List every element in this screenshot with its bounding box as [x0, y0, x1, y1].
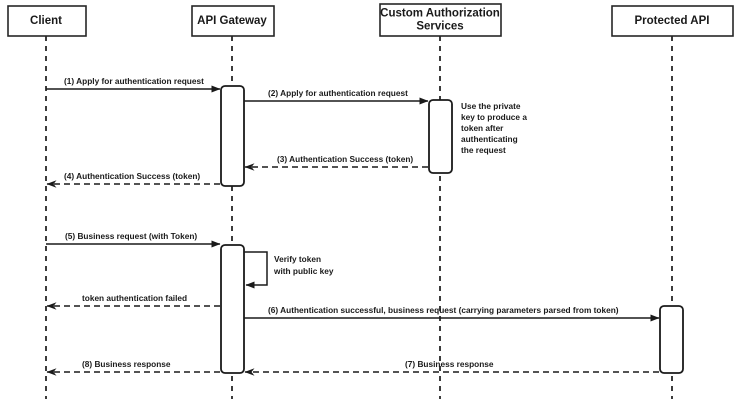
- message-label: (1) Apply for authentication request: [64, 76, 204, 86]
- note-line: key to produce a: [461, 112, 527, 122]
- participant-label: Custom Authorization: [380, 8, 500, 20]
- note-line: the request: [461, 145, 506, 155]
- participant-label: Protected API: [635, 15, 710, 27]
- note-line: token after: [461, 123, 504, 133]
- message-label: (6) Authentication successful, business …: [268, 305, 619, 315]
- message-2-apply-authentication-request: (2) Apply for authentication request: [244, 88, 429, 105]
- note-line: Use the private: [461, 101, 521, 111]
- message-8-business-response: (8) Business response: [46, 359, 220, 376]
- participant-headers-layer: Client API Gateway Custom AuthorizationSer…: [7, 3, 734, 37]
- self-message-verify-token: Verify token with public key: [244, 251, 334, 289]
- message-label: (3) Authentication Success (token): [277, 154, 413, 164]
- message-label: (8) Business response: [82, 359, 171, 369]
- participant-box[interactable]: [611, 5, 734, 37]
- participant-client[interactable]: Client: [7, 5, 87, 37]
- message-1-apply-authentication-request: (1) Apply for authentication request: [46, 76, 221, 93]
- participant-gateway[interactable]: API Gateway: [191, 5, 275, 37]
- messages-layer: (1) Apply for authentication request (2) …: [46, 76, 660, 376]
- activation-gateway-auth: [220, 85, 245, 187]
- self-message-label-line: Verify token: [274, 254, 321, 264]
- message-label: token authentication failed: [82, 293, 187, 303]
- participant-box[interactable]: [191, 5, 275, 37]
- self-message-path: [244, 251, 268, 289]
- message-token-authentication-failed: token authentication failed: [46, 293, 220, 310]
- message-6-authentication-successful-business-request: (6) Authentication successful, business …: [244, 305, 660, 322]
- message-7-business-response: (7) Business response: [244, 359, 659, 376]
- message-4-authentication-success-token: (4) Authentication Success (token): [46, 171, 220, 188]
- participant-label: Client: [30, 15, 62, 27]
- self-message-label-line: with public key: [273, 266, 334, 276]
- participant-label: Services: [416, 21, 463, 33]
- participant-label: API Gateway: [197, 15, 267, 27]
- activation-protected-api: [659, 305, 684, 374]
- activation-auth-service: [428, 99, 453, 174]
- message-3-authentication-success-token: (3) Authentication Success (token): [244, 154, 428, 171]
- self-messages-layer: Verify token with public key: [244, 251, 334, 289]
- message-label: (5) Business request (with Token): [65, 231, 197, 241]
- message-label: (4) Authentication Success (token): [64, 171, 200, 181]
- message-5-business-request-with-token: (5) Business request (with Token): [46, 231, 221, 248]
- activations-layer: [220, 85, 684, 374]
- participant-protected[interactable]: Protected API: [611, 5, 734, 37]
- note-line: authenticating: [461, 134, 518, 144]
- message-label: (2) Apply for authentication request: [268, 88, 408, 98]
- participant-box[interactable]: [379, 3, 502, 37]
- activation-gateway-business: [220, 244, 245, 374]
- message-label: (7) Business response: [405, 359, 494, 369]
- participant-box[interactable]: [7, 5, 87, 37]
